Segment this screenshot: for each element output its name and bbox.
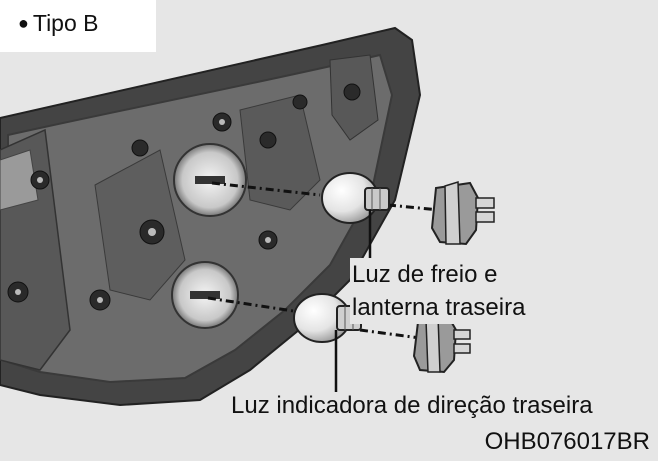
bulb-socket-icon [412,314,471,374]
callout-brake-tail-lamp: Luz de freio e lanterna traseira [350,258,528,324]
section-label: ●Tipo B [0,0,156,52]
brake-tail-bulb-icon [321,172,390,224]
figure-code: OHB076017BR [484,428,650,455]
bulb-socket-icon [430,180,495,246]
leader-line-icon [207,181,441,340]
callout-rear-turn-signal: Luz indicadora de direção traseira [231,392,593,419]
callout-pointer-icon [334,210,372,392]
callout-brake-tail-line1: Luz de freio e [352,261,498,288]
callout-brake-tail-line2: lanterna traseira [352,294,526,321]
section-label-text: Tipo B [32,10,99,36]
tail-lamp-housing-icon [0,26,422,407]
bullet-icon: ● [18,13,29,33]
